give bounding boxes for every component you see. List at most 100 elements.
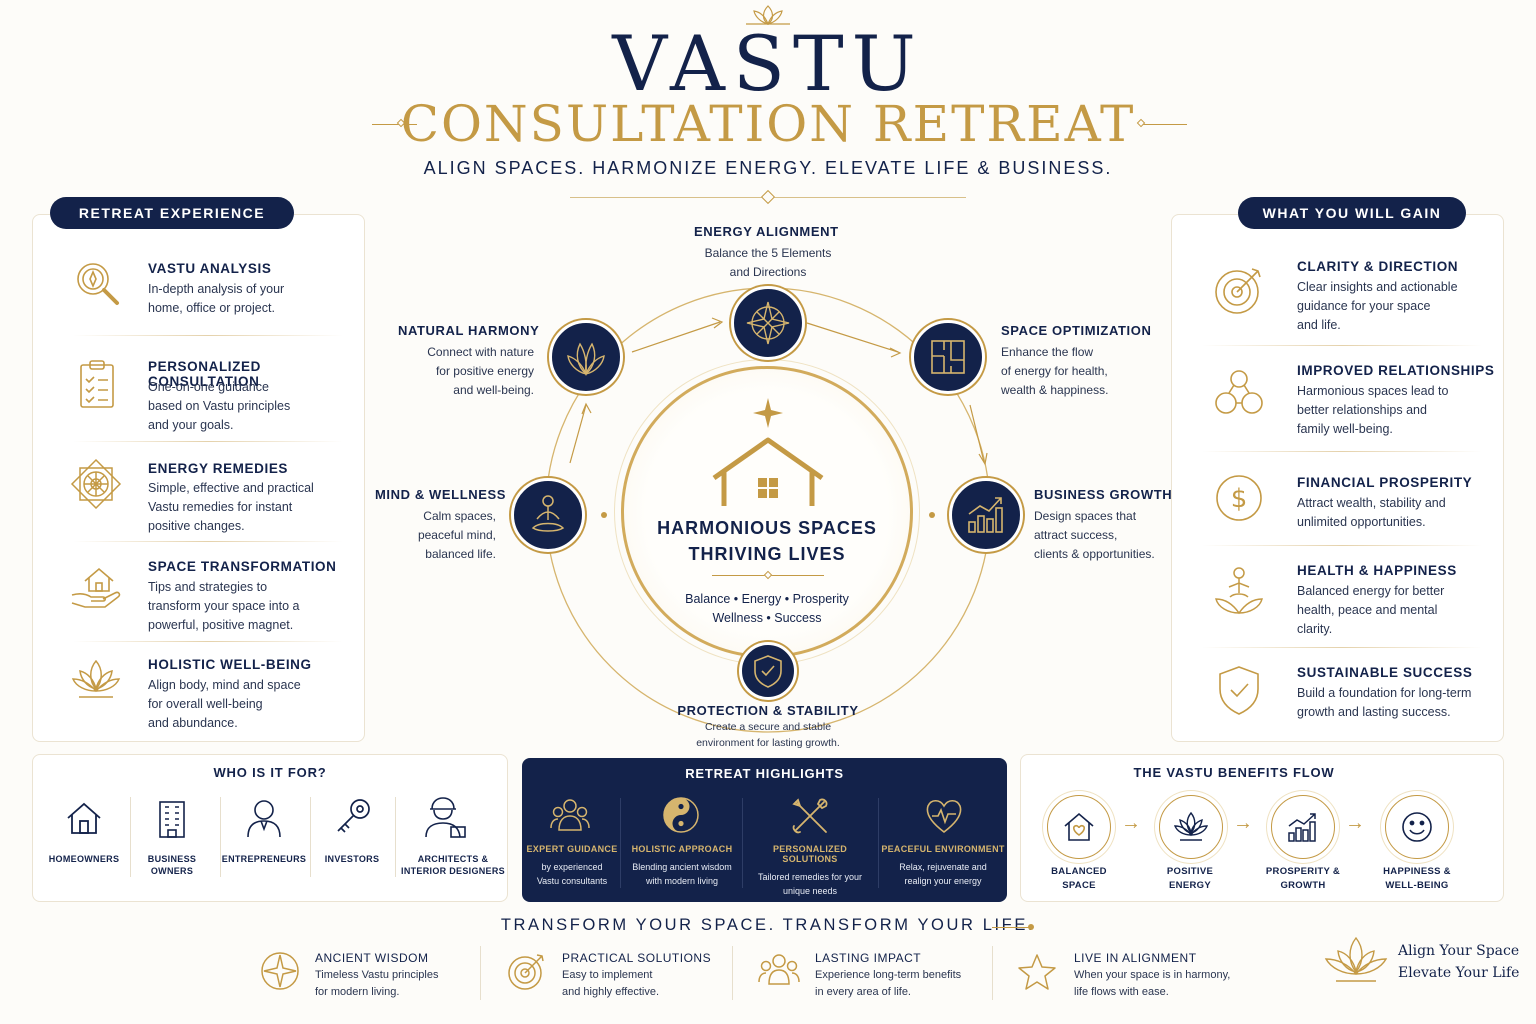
protection-stability-title: PROTECTION & STABILITY (677, 703, 859, 718)
retreat-item-title: SPACE TRANSFORMATION (148, 559, 337, 574)
house-icon (67, 802, 101, 834)
space-optimization-title: SPACE OPTIMIZATION (1001, 323, 1152, 338)
people-connection-icon (1215, 370, 1263, 414)
mind-wellness-desc: Calm spaces,peaceful mind,balanced life. (417, 509, 496, 561)
business-growth-node (949, 478, 1023, 552)
people-icon (758, 954, 800, 985)
star-icon (1018, 954, 1056, 990)
who-item-label: INVESTORS (324, 854, 380, 864)
flow-arrow-icon: → (1233, 812, 1253, 834)
flow-step-label: HAPPINESS &WELL-BEING (1383, 866, 1451, 891)
key-icon (337, 799, 370, 833)
divider (1202, 345, 1482, 346)
divider (73, 335, 343, 336)
what-you-gain-heading: WHAT YOU WILL GAIN (1238, 197, 1466, 229)
natural-harmony-title: NATURAL HARMONY (398, 323, 540, 338)
divider (310, 797, 311, 877)
magnifier-compass-icon (77, 263, 119, 305)
shield-icon (754, 655, 782, 688)
gain-item-title: HEALTH & HAPPINESS (1297, 563, 1457, 578)
flow-arrow-icon: → (1345, 812, 1365, 834)
footer-item-title: LIVE IN ALIGNMENT (1074, 951, 1197, 965)
divider (395, 797, 396, 877)
footer-tagline-dot (1028, 924, 1034, 930)
yantra-icon (70, 458, 122, 510)
flow-step-circle (1047, 795, 1111, 859)
divider (620, 798, 621, 888)
flow-step-circle (1385, 795, 1449, 859)
page-subtitle: CONSULTATION RETREAT (400, 95, 1136, 153)
footer-tagline: TRANSFORM YOUR SPACE. TRANSFORM YOUR LIF… (500, 916, 1036, 934)
protection-stability-node (739, 642, 797, 700)
architect-icon (425, 797, 466, 838)
target-icon (508, 954, 544, 990)
footer-item-title: PRACTICAL SOLUTIONS (562, 951, 712, 965)
retreat-item-title: HOLISTIC WELL-BEING (148, 657, 312, 672)
lotus-icon (71, 659, 121, 698)
group-icon (550, 799, 590, 831)
flow-step-circle (1271, 795, 1335, 859)
header-tagline: ALIGN SPACES. HARMONIZE ENERGY. ELEVATE … (423, 158, 1113, 178)
title-rule-left (372, 124, 417, 125)
floor-plan-icon (931, 340, 965, 374)
retreat-item-title: PERSONALIZED CONSULTATION (148, 359, 261, 389)
divider (1202, 451, 1482, 452)
person-icon (247, 800, 281, 838)
shield-check-icon (1219, 666, 1259, 715)
gain-item-title: CLARITY & DIRECTION (1297, 259, 1459, 274)
home-heart-icon (1064, 812, 1094, 841)
natural-harmony-node (549, 320, 623, 394)
retreat-item-title: VASTU ANALYSIS (148, 261, 272, 276)
target-icon (1215, 268, 1261, 314)
title-rule-right (1142, 124, 1187, 125)
lotus-logo-icon (1324, 936, 1388, 982)
meditation-icon (531, 495, 565, 532)
footer-item-title: ANCIENT WISDOM (315, 951, 429, 965)
gain-item-title: SUSTAINABLE SUCCESS (1297, 665, 1473, 680)
divider (1202, 647, 1482, 648)
divider (742, 798, 743, 888)
mind-wellness-node (511, 478, 585, 552)
footer-tagline-rule (992, 927, 1032, 928)
meditation-lotus-icon (1215, 567, 1263, 615)
who-heading: WHO IS IT FOR? (213, 765, 327, 780)
flow-arrow-icon: → (1121, 812, 1141, 834)
who-item-label: HOMEOWNERS (48, 854, 120, 864)
divider (1202, 545, 1482, 546)
compass-icon (261, 952, 299, 990)
svg-text:$: $ (1231, 484, 1248, 514)
retreat-experience-panel: VASTU ANALYSIS In-depth analysis of your… (32, 214, 365, 742)
space-optimization-node (911, 320, 985, 394)
house-star-icon (712, 398, 824, 506)
smiley-icon (1402, 812, 1432, 842)
footer-item-desc: When your space is in harmony,life flows… (1074, 969, 1231, 998)
divider (130, 797, 131, 877)
divider (480, 946, 481, 1000)
building-icon (159, 801, 185, 838)
footer-item-title: LASTING IMPACT (815, 951, 922, 965)
highlights-heading: RETREAT HIGHLIGHTS (685, 766, 844, 781)
house-in-hand-icon (71, 567, 121, 608)
growth-chart-icon (1288, 813, 1316, 842)
retreat-item-title: ENERGY REMEDIES (148, 461, 289, 476)
divider (73, 541, 343, 542)
what-you-gain-panel: CLARITY & DIRECTION Clear insights and a… (1171, 214, 1504, 742)
who-item-label: ARCHITECTS &INTERIOR DESIGNERS (401, 854, 505, 876)
